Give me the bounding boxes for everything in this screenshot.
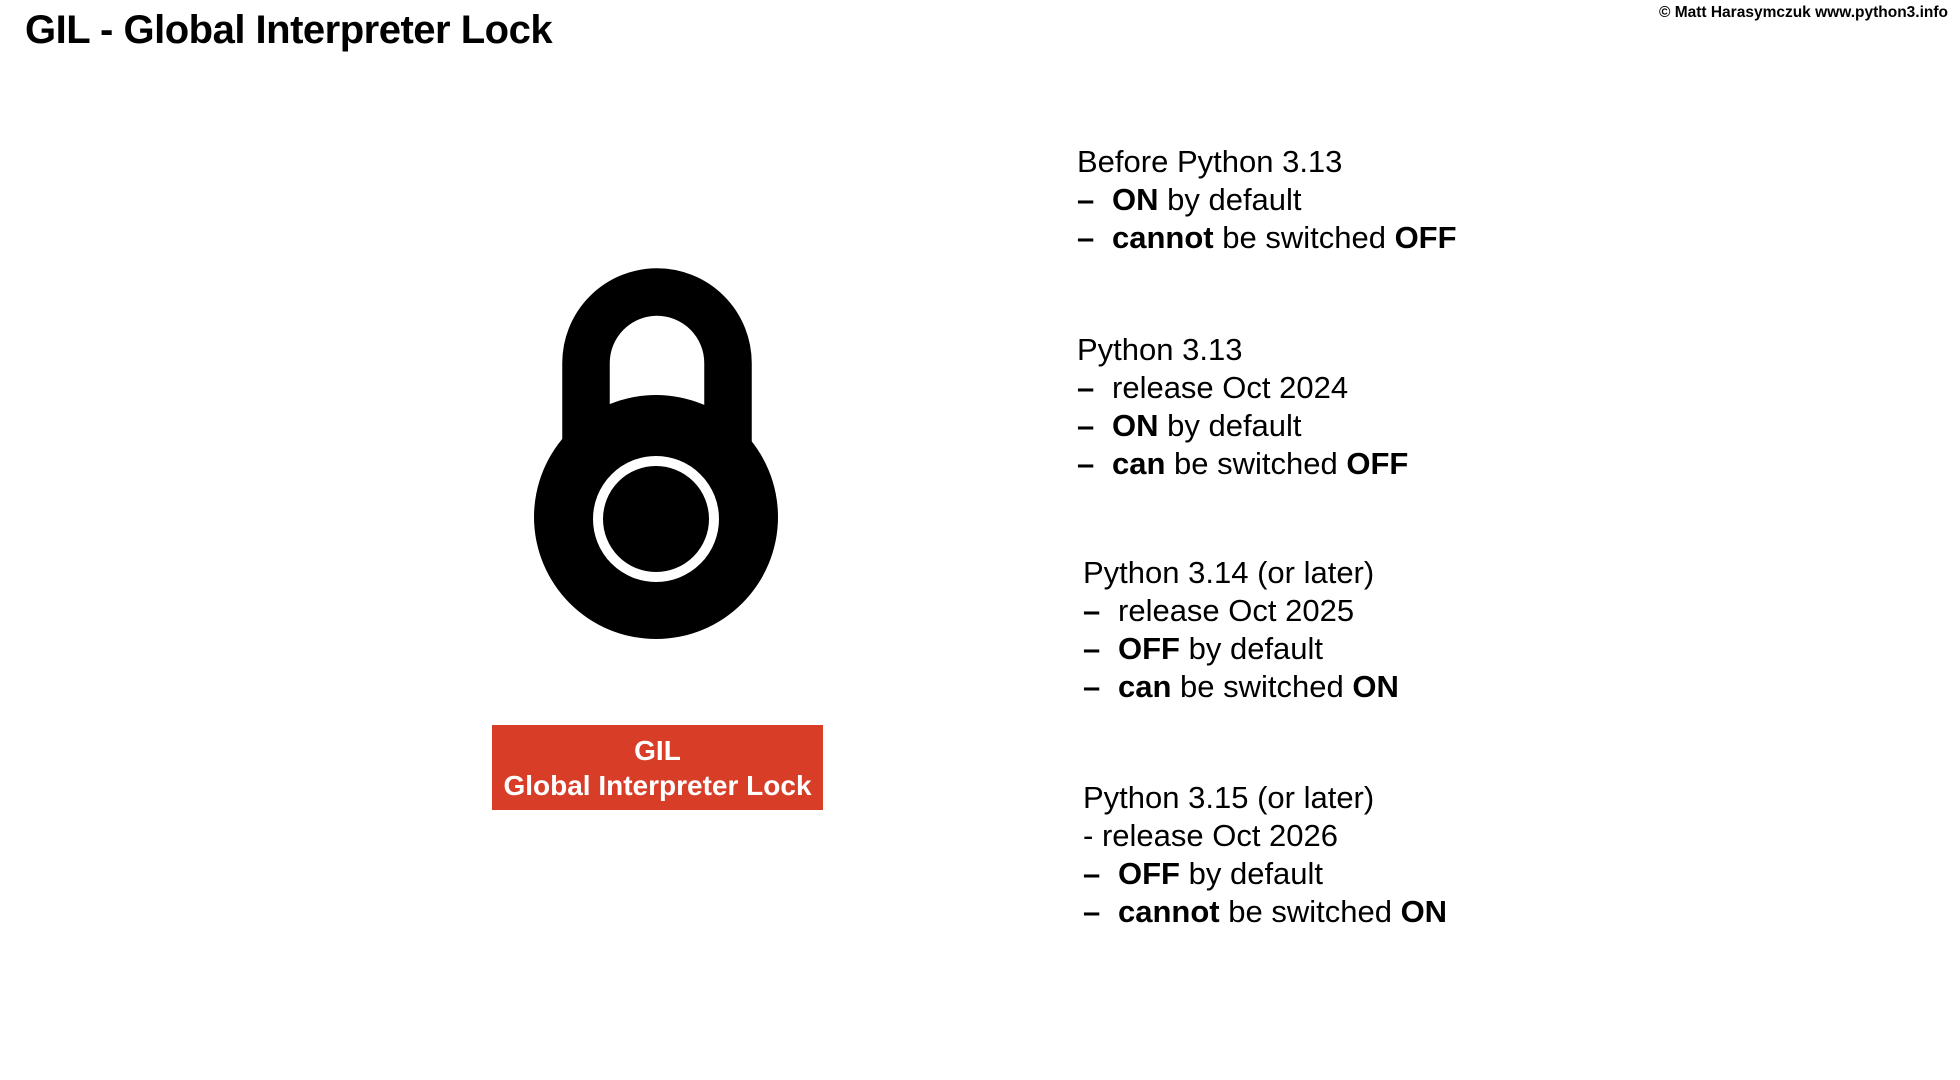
gil-label-box: GIL Global Interpreter Lock xyxy=(492,725,823,810)
bullet-text: ON xyxy=(1112,182,1159,217)
bullet-dash: – xyxy=(1083,669,1101,704)
bullet-line: –can be switched ON xyxy=(1083,668,1399,706)
gil-label-line1: GIL xyxy=(634,734,681,766)
bullet-line: –OFF by default xyxy=(1083,630,1399,668)
bullet-line: - release Oct 2026 xyxy=(1083,817,1447,855)
bullet-line: –cannot be switched ON xyxy=(1083,893,1447,931)
version-block: Before Python 3.13–ON by default–cannot … xyxy=(1077,143,1457,257)
bullet-text: be switched xyxy=(1219,894,1401,929)
bullet-dash: – xyxy=(1077,370,1095,405)
bullet-text: ON xyxy=(1352,669,1399,704)
bullet-text: be switched xyxy=(1171,669,1353,704)
bullet-dash: – xyxy=(1077,408,1095,443)
version-block: Python 3.13–release Oct 2024–ON by defau… xyxy=(1077,331,1408,483)
bullet-line: –ON by default xyxy=(1077,407,1408,445)
bullet-text: ON xyxy=(1112,408,1159,443)
bullet-text: by default xyxy=(1180,631,1324,666)
bullet-line: –can be switched OFF xyxy=(1077,445,1408,483)
bullet-text: cannot xyxy=(1112,220,1214,255)
bullet-line: –release Oct 2024 xyxy=(1077,369,1408,407)
bullet-dash: - xyxy=(1083,818,1102,853)
version-heading: Python 3.13 xyxy=(1077,332,1243,367)
bullet-line: –release Oct 2025 xyxy=(1083,592,1399,630)
page-title: GIL - Global Interpreter Lock xyxy=(25,8,553,52)
padlock-icon xyxy=(534,268,778,639)
gil-label-line2: Global Interpreter Lock xyxy=(503,769,812,801)
bullet-text: be switched xyxy=(1213,220,1395,255)
bullet-text: can xyxy=(1118,669,1172,704)
bullet-dash: – xyxy=(1083,856,1101,891)
bullet-text: OFF xyxy=(1118,631,1180,666)
bullet-dash: – xyxy=(1083,593,1101,628)
bullet-text: can xyxy=(1112,446,1166,481)
bullet-text: by default xyxy=(1158,408,1302,443)
bullet-text: OFF xyxy=(1394,220,1457,255)
bullet-text: release Oct 2024 xyxy=(1112,370,1349,405)
bullet-text: OFF xyxy=(1346,446,1409,481)
version-heading: Before Python 3.13 xyxy=(1077,144,1343,179)
bullet-line: –OFF by default xyxy=(1083,855,1447,893)
bullet-text: cannot xyxy=(1118,894,1220,929)
version-block: Python 3.15 (or later)- release Oct 2026… xyxy=(1083,779,1447,931)
bullet-text: be switched xyxy=(1165,446,1347,481)
version-heading: Python 3.14 (or later) xyxy=(1083,555,1375,590)
bullet-text: release Oct 2025 xyxy=(1118,593,1355,628)
padlock-dial-ring xyxy=(593,456,719,582)
version-heading: Python 3.15 (or later) xyxy=(1083,780,1375,815)
copyright-text: © Matt Harasymczuk www.python3.info xyxy=(1658,4,1948,21)
bullet-text: OFF xyxy=(1118,856,1180,891)
bullet-dash: – xyxy=(1077,446,1095,481)
bullet-text: ON xyxy=(1400,894,1448,929)
bullet-text: by default xyxy=(1180,856,1324,891)
bullet-text: release Oct 2026 xyxy=(1101,818,1339,853)
bullet-text: by default xyxy=(1158,182,1302,217)
padlock-body xyxy=(534,395,778,639)
bullet-dash: – xyxy=(1077,220,1095,255)
bullet-line: –ON by default xyxy=(1077,181,1457,219)
padlock-shackle xyxy=(562,268,752,452)
bullet-dash: – xyxy=(1083,894,1101,929)
bullet-dash: – xyxy=(1077,182,1095,217)
bullet-line: –cannot be switched OFF xyxy=(1077,219,1457,257)
version-block: Python 3.14 (or later)–release Oct 2025–… xyxy=(1083,554,1399,706)
bullet-dash: – xyxy=(1083,631,1101,666)
